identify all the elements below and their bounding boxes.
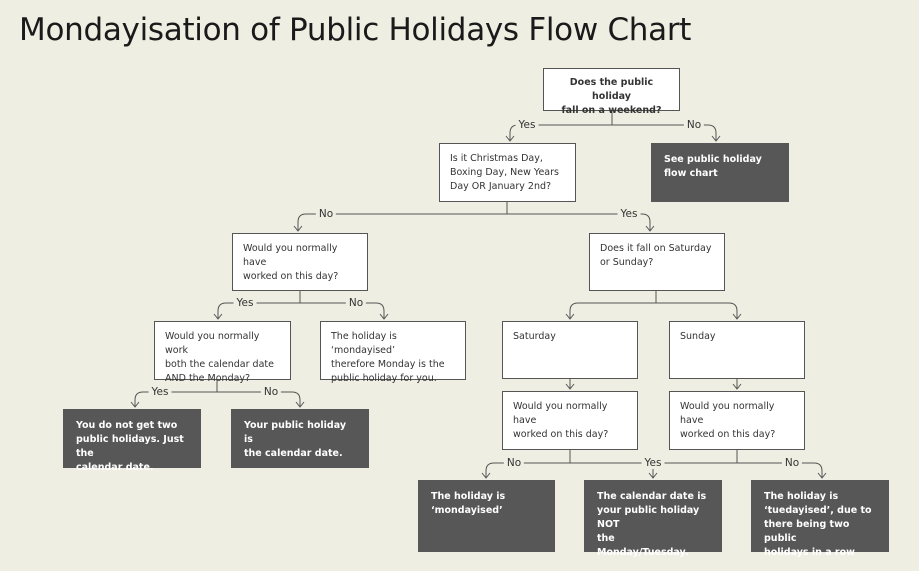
- arrow-head: [505, 135, 515, 142]
- node-weekend-question: Does the public holiday fall on a weeken…: [543, 68, 680, 116]
- connector-drop: [297, 213, 307, 231]
- arrow-head: [817, 472, 827, 479]
- node-worked-question-left: Would you normally have worked on this d…: [232, 233, 368, 291]
- yes-label: Yes: [641, 457, 665, 469]
- connector-drop: [375, 302, 385, 319]
- arrow-head: [732, 313, 742, 320]
- arrow-head: [648, 472, 658, 479]
- connector-drop: [217, 302, 227, 319]
- connector-drop: [485, 462, 495, 478]
- arrow-head: [379, 313, 389, 320]
- node-worked-question-sunday: Would you normally have worked on this d…: [669, 391, 805, 450]
- connector-drop: [569, 302, 579, 319]
- arrow-head: [711, 135, 721, 142]
- node-calendar-date: Your public holiday is the calendar date…: [231, 409, 369, 468]
- node-sunday: Sunday: [669, 321, 805, 379]
- node-see-flow-chart: See public holiday flow chart: [651, 143, 789, 202]
- connector-drop: [641, 213, 651, 231]
- node-saturday: Saturday: [502, 321, 638, 379]
- arrow-head: [565, 383, 575, 390]
- node-worked-question-saturday: Would you normally have worked on this d…: [502, 391, 638, 450]
- node-not-monday: The calendar date is your public holiday…: [584, 480, 722, 558]
- yes-label: Yes: [148, 386, 172, 398]
- yes-label: Yes: [233, 297, 257, 309]
- node-saturday-sunday-question: Does it fall on Saturday or Sunday?: [589, 233, 725, 291]
- connector-drop: [134, 391, 144, 407]
- node-mondayised-monday: The holiday is ‘mondayised’ therefore Mo…: [320, 321, 466, 384]
- arrow-head: [645, 225, 655, 232]
- no-label: No: [781, 457, 803, 469]
- arrow-head: [130, 401, 140, 408]
- no-label: No: [260, 386, 282, 398]
- node-mondayised: The holiday is ‘mondayised’: [418, 480, 555, 552]
- arrow-head: [565, 313, 575, 320]
- no-label: No: [345, 297, 367, 309]
- arrow-head: [732, 383, 742, 390]
- node-christmas-question: Is it Christmas Day, Boxing Day, New Yea…: [439, 143, 576, 202]
- page-title: Mondayisation of Public Holidays Flow Ch…: [19, 12, 692, 48]
- no-label: No: [315, 208, 337, 220]
- arrow-head: [213, 313, 223, 320]
- connector-drop: [728, 302, 738, 319]
- arrow-head: [481, 472, 491, 479]
- node-work-both-question: Would you normally work both the calenda…: [154, 321, 291, 384]
- yes-label: Yes: [515, 119, 539, 131]
- no-label: No: [683, 119, 705, 131]
- no-label: No: [503, 457, 525, 469]
- node-no-two-holidays: You do not get two public holidays. Just…: [63, 409, 201, 473]
- connector-drop: [707, 124, 717, 141]
- connector-drop: [813, 462, 823, 478]
- yes-label: Yes: [617, 208, 641, 220]
- arrow-head: [295, 401, 305, 408]
- connector-drop: [291, 391, 301, 407]
- node-tuedayised: The holiday is ‘tuedayised’, due to ther…: [751, 480, 889, 558]
- arrow-head: [293, 225, 303, 232]
